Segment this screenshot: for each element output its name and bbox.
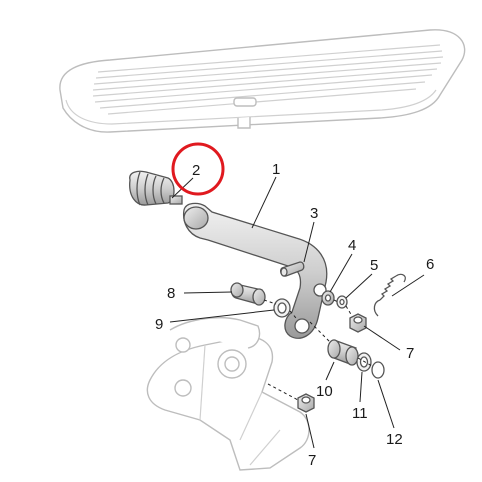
label-4: 4 xyxy=(348,237,356,254)
label-7-lower: 7 xyxy=(308,452,316,469)
label-12: 12 xyxy=(386,431,403,448)
highlight-circle xyxy=(171,142,225,196)
label-7-upper: 7 xyxy=(406,345,414,362)
part-2-shift-peg[interactable] xyxy=(129,170,183,206)
label-5: 5 xyxy=(370,257,378,274)
part-3-pin[interactable] xyxy=(279,261,305,277)
footboard-ghost xyxy=(59,29,466,133)
part-9-washer[interactable] xyxy=(273,298,291,318)
part-7-nut-upper[interactable] xyxy=(349,313,367,333)
leader-lines xyxy=(169,176,425,449)
part-1-shift-lever[interactable] xyxy=(182,202,328,339)
label-2: 2 xyxy=(192,162,200,179)
footboard-logo-plate xyxy=(233,97,257,107)
assembly-lines xyxy=(263,299,373,401)
part-11-washer[interactable] xyxy=(356,352,372,372)
part-6-spring[interactable] xyxy=(373,273,406,317)
label-11: 11 xyxy=(352,405,368,422)
label-1: 1 xyxy=(272,161,280,178)
part-4-bushing[interactable] xyxy=(321,290,335,306)
label-10: 10 xyxy=(316,383,333,400)
label-6: 6 xyxy=(426,256,434,273)
part-10-bushing[interactable] xyxy=(327,339,359,366)
callout-labels: 1 2 3 4 5 6 7 8 9 10 11 12 7 xyxy=(155,161,434,469)
part-7-bolt-lower[interactable] xyxy=(297,393,315,413)
label-9: 9 xyxy=(155,316,163,333)
part-12-retaining-clip[interactable] xyxy=(371,361,385,379)
footboard-ribs xyxy=(92,44,444,115)
frame-bracket-ghost xyxy=(146,317,310,471)
label-8: 8 xyxy=(167,285,175,302)
part-5-washer[interactable] xyxy=(336,295,348,309)
label-3: 3 xyxy=(310,205,318,222)
part-8-sleeve[interactable] xyxy=(230,282,266,306)
